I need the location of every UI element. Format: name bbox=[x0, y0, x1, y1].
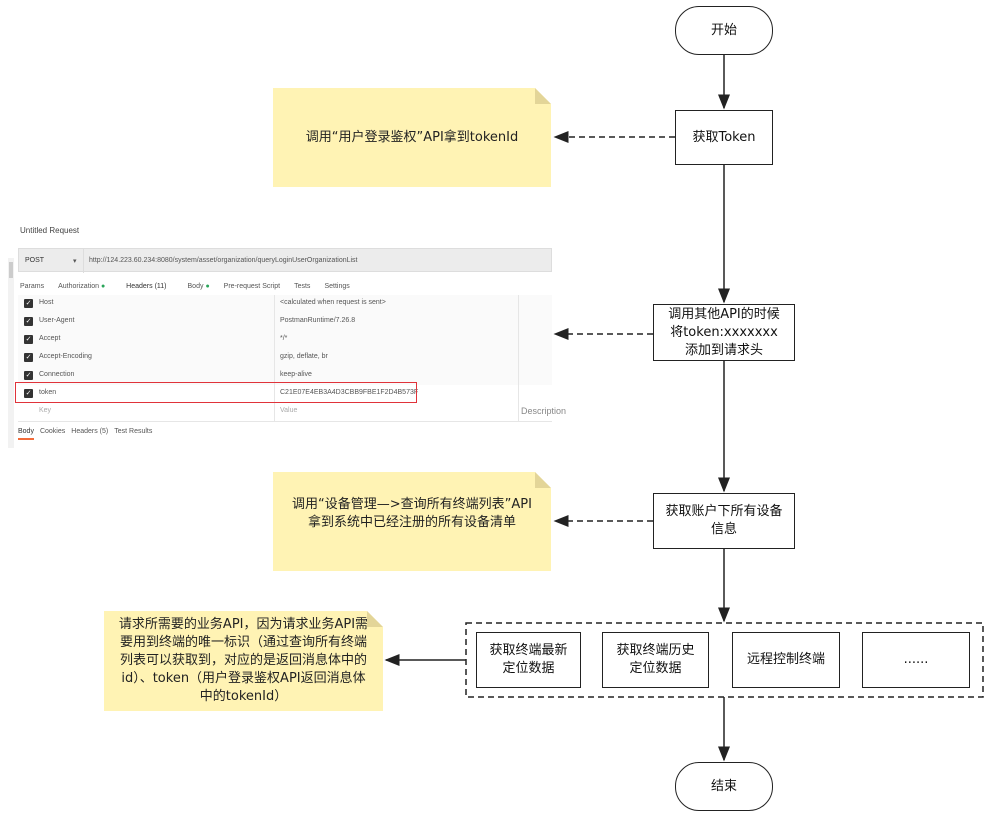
tab-tests[interactable]: Tests bbox=[294, 283, 311, 290]
tab-response-headers[interactable]: Headers (5) bbox=[71, 428, 109, 435]
start-node: 开始 bbox=[675, 6, 773, 55]
tab-response-body[interactable]: Body bbox=[18, 428, 34, 440]
chevron-down-icon[interactable]: ▾ bbox=[73, 258, 77, 265]
add-header-line: 将token:xxxxxxx bbox=[670, 324, 778, 340]
response-tabs: Body Cookies Headers (5) Test Results bbox=[18, 428, 152, 440]
checkbox[interactable]: ✓ bbox=[24, 299, 33, 308]
new-header-row[interactable]: Key Value Description bbox=[18, 403, 566, 422]
tab-test-results[interactable]: Test Results bbox=[114, 428, 153, 435]
more-node: ...... bbox=[862, 632, 970, 688]
url-input[interactable]: http://124.223.60.234:8080/system/asset/… bbox=[89, 257, 358, 264]
note-get-token: 调用“用户登录鉴权”API拿到tokenId bbox=[273, 88, 551, 187]
api-group-frame bbox=[465, 622, 984, 698]
checkbox[interactable]: ✓ bbox=[24, 317, 33, 326]
description-placeholder[interactable]: Description bbox=[521, 406, 567, 416]
remote-control-node: 远程控制终端 bbox=[732, 632, 840, 688]
latest-location-node: 获取终端最新定位数据 bbox=[476, 632, 581, 688]
url-bar: POST ▾ http://124.223.60.234:8080/system… bbox=[18, 248, 552, 273]
tab-body[interactable]: Body ● bbox=[187, 283, 210, 290]
header-row: ✓Accept*/* bbox=[18, 331, 552, 350]
request-title: Untitled Request bbox=[20, 226, 80, 235]
history-location-node: 获取终端历史定位数据 bbox=[602, 632, 709, 688]
postman-screenshot: Untitled Request POST ▾ http://124.223.6… bbox=[8, 215, 566, 448]
add-header-line: 调用其他API的时候 bbox=[668, 306, 780, 322]
header-row: ✓Host<calculated when request is sent> bbox=[18, 295, 552, 314]
tab-pre-request-script[interactable]: Pre-request Script bbox=[223, 283, 281, 290]
method-select[interactable]: POST bbox=[25, 257, 45, 264]
tab-settings[interactable]: Settings bbox=[324, 283, 350, 290]
note-line: 调用“设备管理—>查询所有终端列表”API bbox=[292, 497, 532, 512]
tab-params[interactable]: Params bbox=[20, 283, 45, 290]
key-placeholder[interactable]: Key bbox=[39, 407, 52, 414]
token-highlight bbox=[15, 382, 417, 403]
checkbox[interactable]: ✓ bbox=[24, 335, 33, 344]
value-placeholder[interactable]: Value bbox=[280, 407, 298, 414]
tab-authorization[interactable]: Authorization ● bbox=[58, 283, 106, 290]
checkbox[interactable]: ✓ bbox=[24, 371, 33, 380]
checkbox[interactable]: ✓ bbox=[24, 353, 33, 362]
tab-cookies[interactable]: Cookies bbox=[39, 428, 66, 435]
get-token-node: 获取Token bbox=[675, 110, 773, 165]
note-devices: 调用“设备管理—>查询所有终端列表”API 拿到系统中已经注册的所有设备清单 bbox=[273, 472, 551, 571]
add-header-line: 添加到请求头 bbox=[684, 342, 763, 358]
end-node: 结束 bbox=[675, 762, 773, 811]
add-header-node: 调用其他API的时候 将token:xxxxxxx 添加到请求头 bbox=[653, 304, 795, 361]
checkbox[interactable]: ✓ bbox=[24, 389, 33, 398]
note-business-api: 请求所需要的业务API，因为请求业务API需要用到终端的唯一标识（通过查询所有终… bbox=[104, 611, 383, 711]
scrollbar[interactable] bbox=[8, 258, 14, 448]
note-line: 拿到系统中已经注册的所有设备清单 bbox=[307, 515, 516, 530]
get-devices-node: 获取账户下所有设备信息 bbox=[653, 493, 795, 549]
